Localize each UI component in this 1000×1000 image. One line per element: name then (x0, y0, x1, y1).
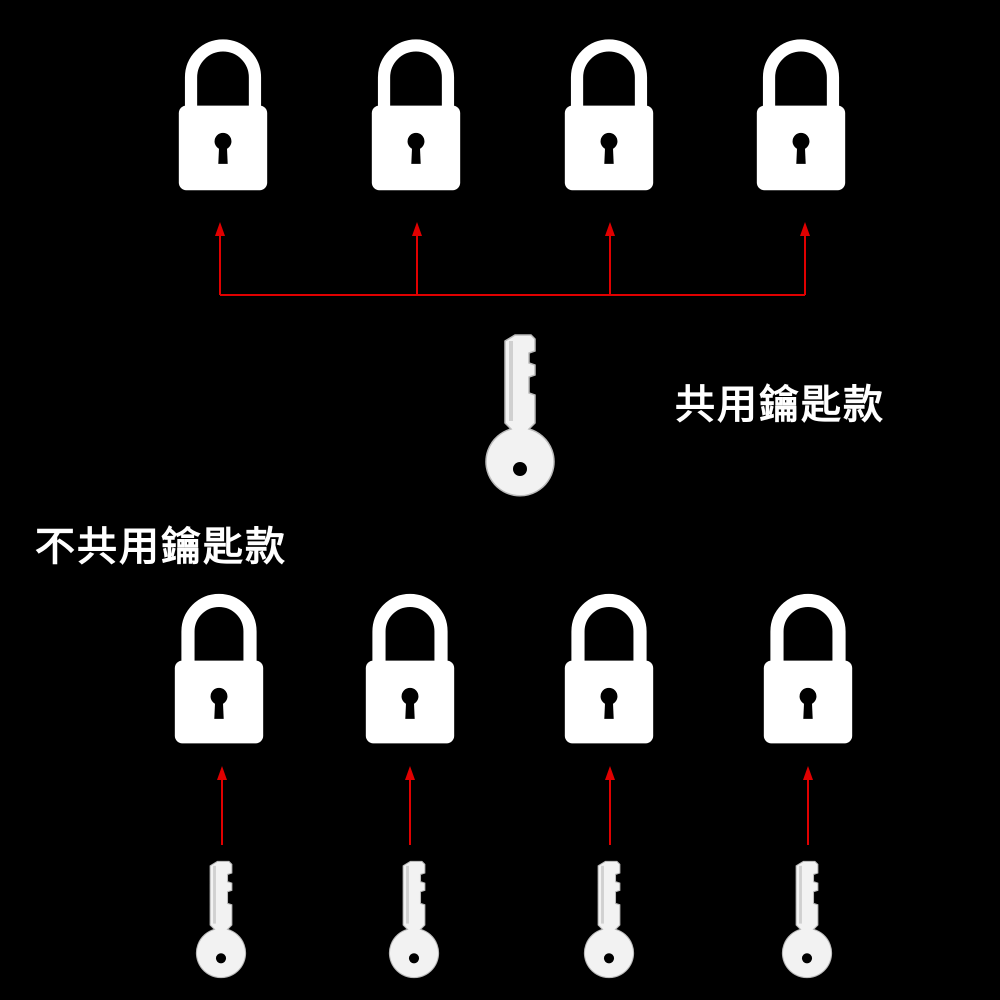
separate-key-arrows (217, 766, 813, 845)
arrowhead-icon (803, 766, 813, 780)
arrowhead-icon (605, 766, 615, 780)
separate-keys-row (194, 859, 834, 980)
key-icon (194, 859, 248, 980)
shared-key-arrows (215, 222, 810, 296)
arrowhead-icon (605, 222, 615, 236)
padlock-closed-icon (175, 600, 263, 743)
shared-key-label: 共用鑰匙款 (675, 382, 885, 428)
shared-locks-row (179, 45, 845, 190)
key-icon (387, 859, 441, 980)
separate-locks-row (175, 600, 852, 743)
padlock-open-icon (179, 45, 267, 190)
arrowhead-icon (215, 222, 225, 236)
arrowhead-icon (405, 766, 415, 780)
separate-keys-label: 不共用鑰匙款 (35, 524, 287, 570)
padlock-open-icon (565, 45, 653, 190)
arrowhead-icon (217, 766, 227, 780)
padlock-closed-icon (366, 600, 454, 743)
padlock-closed-icon (565, 600, 653, 743)
padlock-open-icon (757, 45, 845, 190)
key-icon (780, 859, 834, 980)
key-icon (582, 859, 636, 980)
shared-key-icon (484, 333, 556, 498)
arrowhead-icon (412, 222, 422, 236)
padlock-open-icon (372, 45, 460, 190)
arrowhead-icon (800, 222, 810, 236)
padlock-closed-icon (764, 600, 852, 743)
